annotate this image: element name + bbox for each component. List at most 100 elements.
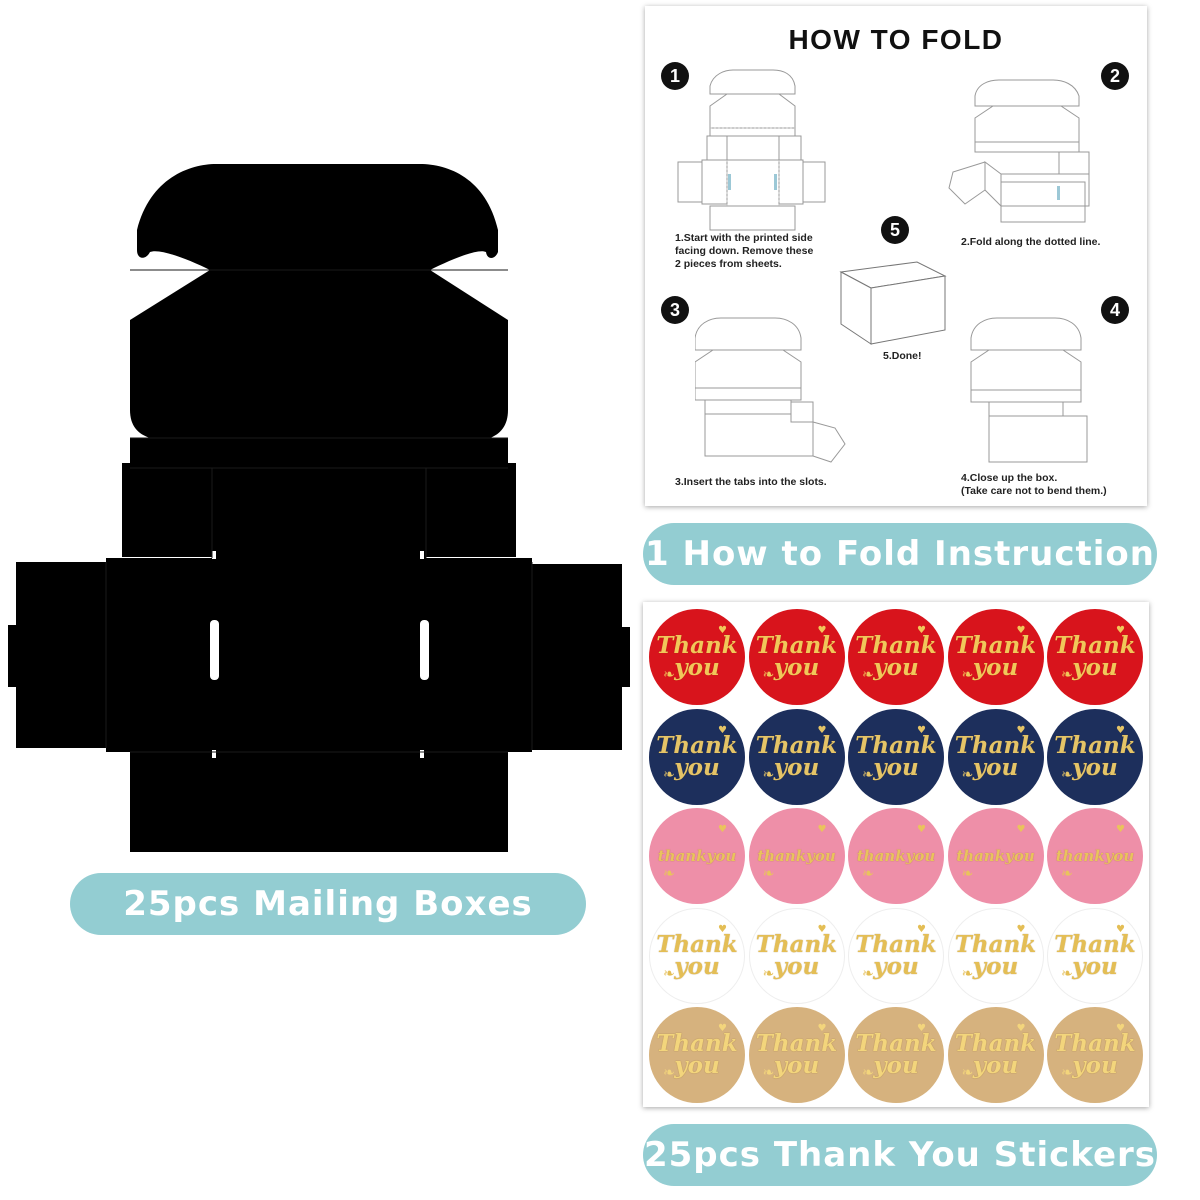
leaf-icon: ❧ [1061,1065,1073,1081]
leaf-icon: ❧ [862,1065,874,1081]
sticker-text: Thank you [755,632,838,681]
sticker-text: Thank you [656,632,738,681]
heart-icon: ♥ [917,1023,926,1034]
how-to-fold-title: HOW TO FOLD [788,24,1004,55]
thank-you-sticker: Thank you❧♥ [1047,907,1143,1004]
heart-icon: ♥ [1116,724,1125,736]
heart-icon: ♥ [718,1023,727,1034]
heart-icon: ♥ [917,625,926,636]
box-top-flap [137,164,498,270]
sticker-text: Thank you [855,930,937,980]
leaf-icon: ❧ [862,766,874,783]
leaf-icon: ❧ [961,866,974,882]
heart-icon: ♥ [1116,1023,1125,1034]
leaf-icon: ❧ [1061,766,1073,783]
sticker-text: Thank you [656,930,738,980]
sticker-text: thankyou [657,846,737,865]
thank-you-sticker: thankyou❧ ♥ [848,808,944,904]
thank-you-sticker: Thank you❧ ♥ [1047,609,1143,705]
leaf-icon: ❧ [663,667,675,683]
leaf-icon: ❧ [961,965,974,982]
step-1-number: 1 [661,62,689,90]
step-3-text: 3.Insert the tabs into the slots. [675,476,827,488]
box-upper-left-tab [122,463,212,557]
heart-icon: ♥ [917,824,926,835]
sticker-text: Thank you [1054,1030,1136,1079]
sticker-text: Thank you [954,1030,1037,1079]
thank-you-sticker: Thank you❧♥ [947,1007,1044,1103]
leaf-icon: ❧ [1061,965,1073,982]
step-4-text: 4.Close up the box. (Take care not to be… [961,472,1107,497]
sticker-text: thankyou [1055,846,1135,865]
leaf-icon: ❧ [762,965,775,982]
sticker-text: Thank you [855,731,937,781]
heart-icon: ♥ [1116,923,1125,935]
box-lid [130,270,508,438]
step-5-text: 5.Done! [883,350,922,362]
leaf-icon: ❧ [1061,667,1073,683]
thank-you-sticker: Thank you❧♥ [848,1007,944,1103]
step-3-number: 3 [661,296,689,324]
box-left-wing [16,562,106,748]
leaf-icon: ❧ [663,965,675,982]
leaf-icon: ❧ [762,667,775,683]
thank-you-sticker: Thank you❧ ♥ [748,609,845,705]
step-5-number: 5 [881,216,909,244]
heart-icon: ♥ [718,824,727,835]
sticker-text: Thank you [954,632,1037,681]
heart-icon: ♥ [718,724,727,736]
thank-you-sticker: Thank you❧♥ [848,907,944,1004]
sticker-text: thankyou [956,846,1035,865]
heart-icon: ♥ [817,923,827,935]
box-left-side [106,558,212,752]
step-1-text: 1.Start with the printed side facing dow… [675,232,814,270]
sticker-text: Thank you [1054,632,1136,681]
box-front-panel [130,750,508,852]
thank-you-sticker: Thank you❧ ♥ [649,907,745,1004]
thank-you-sticker: thankyou❧ ♥ [947,808,1044,904]
thank-you-sticker: Thank you❧ ♥ [649,609,745,705]
sticker-text: Thank you [855,632,937,681]
heart-icon: ♥ [817,625,827,636]
box-right-tab [618,627,630,687]
step-4-number: 4 [1101,296,1129,324]
thank-you-sticker: thankyou❧ ♥ [748,808,845,904]
box-left-tab [8,625,20,687]
stickers-label: 25pcs Thank You Stickers [643,1124,1157,1186]
thank-you-sticker: Thank you❧♥ [748,907,845,1004]
box-right-side [426,558,532,752]
leaf-icon: ❧ [663,866,675,882]
thank-you-sticker: Thank you❧♥ [947,708,1044,805]
leaf-icon: ❧ [862,965,874,982]
box-slot-right [420,620,429,680]
box-right-wing [532,564,622,750]
thank-you-sticker: thankyou❧ ♥ [649,808,745,904]
sticker-text: Thank you [755,731,838,781]
leaf-icon: ❧ [862,667,874,683]
sticker-text: thankyou [856,846,936,865]
sticker-text: thankyou [757,846,836,865]
heart-icon: ♥ [1016,1023,1026,1034]
heart-icon: ♥ [817,824,827,835]
heart-icon: ♥ [1116,824,1125,835]
thank-you-sticker: Thank you❧ ♥ [848,609,944,705]
sticker-text: Thank you [1054,731,1136,781]
sticker-sheet: Thank you❧♥Thank you❧♥Thank you❧♥Thank y… [643,602,1149,1107]
thank-you-sticker: Thank you❧♥ [649,708,745,805]
heart-icon: ♥ [1016,824,1026,835]
heart-icon: ♥ [718,923,727,935]
mailing-box-flat-template [8,164,630,852]
fold-instruction-label: 1 How to Fold Instruction [643,523,1157,585]
thank-you-sticker: Thank you❧ ♥ [1047,708,1143,805]
thank-you-sticker: Thank you❧♥ [947,907,1044,1004]
thank-you-sticker: Thank you❧♥ [748,1007,845,1103]
leaf-icon: ❧ [961,667,974,683]
step-2-number: 2 [1101,62,1129,90]
sticker-text: Thank you [954,731,1037,781]
heart-icon: ♥ [1116,625,1125,636]
heart-icon: ♥ [718,625,727,636]
box-base [212,555,426,755]
leaf-icon: ❧ [862,866,874,882]
sticker-text: Thank you [954,930,1037,980]
leaf-icon: ❧ [762,866,775,882]
